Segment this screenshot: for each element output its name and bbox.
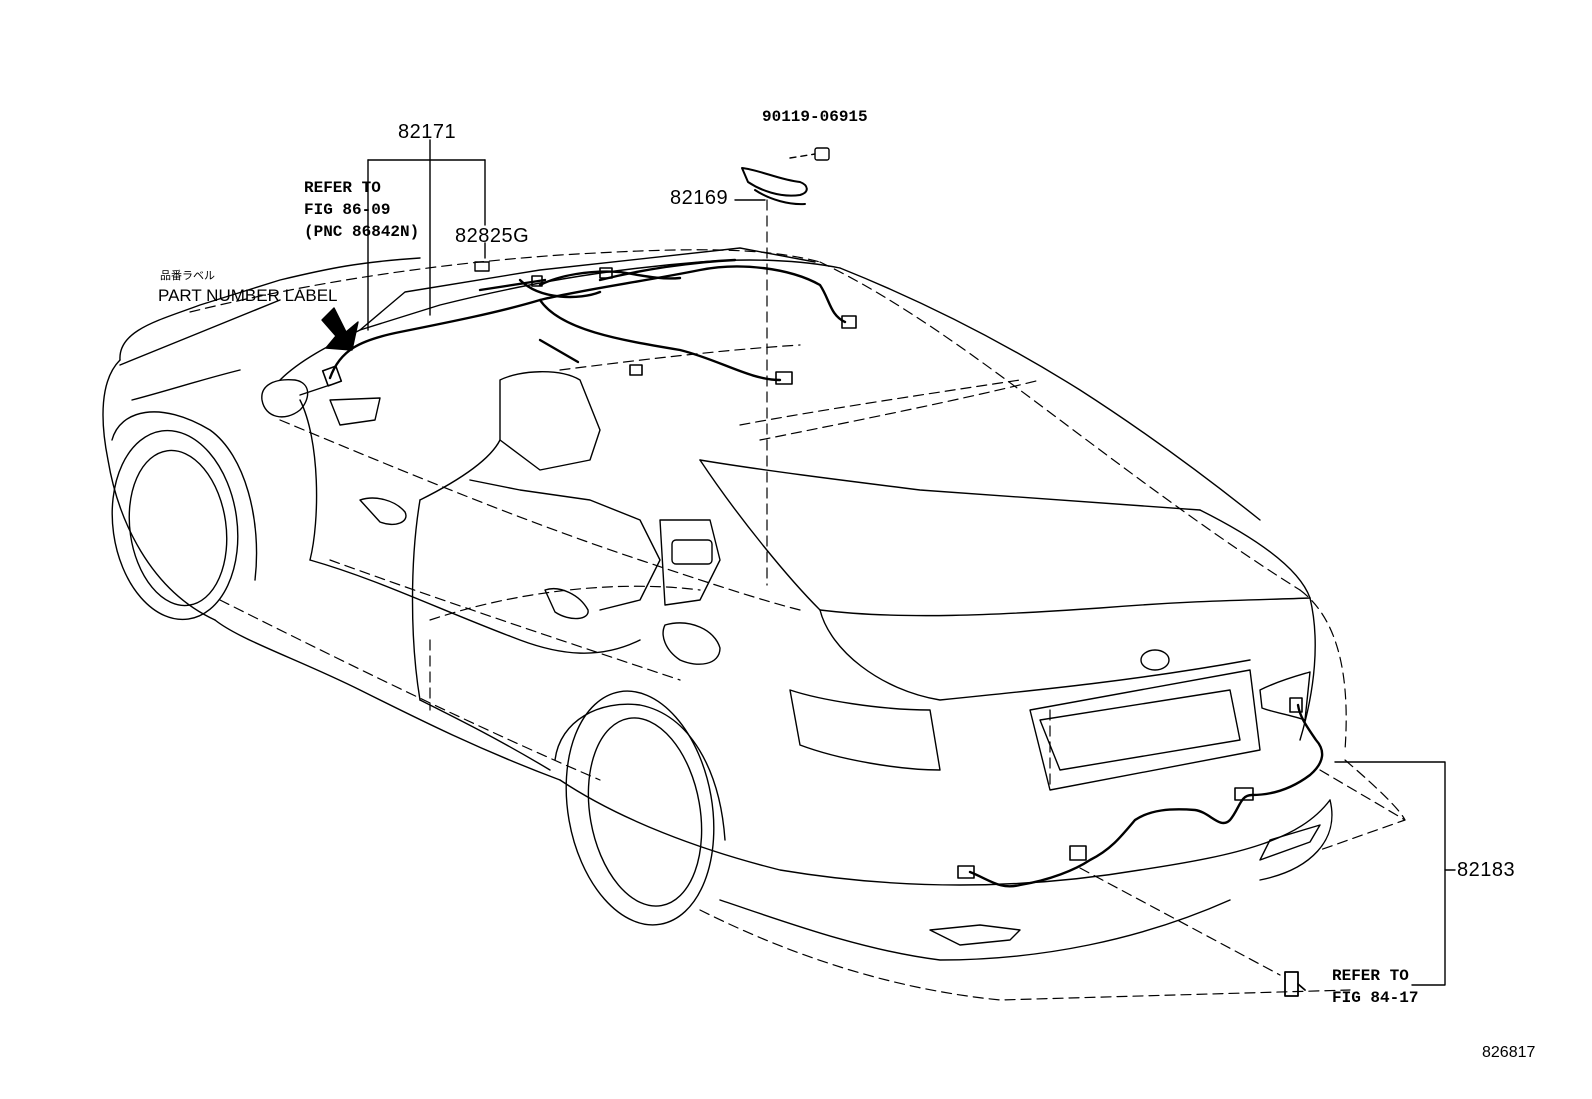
- refer-note-bottom: REFER TO FIG 84-17: [1332, 965, 1418, 1009]
- refer-note-top-line3: (PNC 86842N): [304, 223, 420, 241]
- refer-note-top: REFER TO FIG 86-09 (PNC 86842N): [304, 177, 419, 243]
- part-number-82183: 82183: [1457, 859, 1516, 881]
- refer-note-bottom-line2: FIG 84-17: [1332, 989, 1419, 1007]
- refer-note-bottom-line1: REFER TO: [1332, 967, 1409, 985]
- part-number-82169: 82169: [670, 187, 729, 209]
- phantom-outline: [189, 249, 1406, 1001]
- harness-connectors: [321, 267, 857, 387]
- leader-lines: [367, 139, 1456, 986]
- rear-harness-connectors: [957, 697, 1303, 879]
- refer-note-top-line1: REFER TO: [304, 179, 381, 197]
- refer-note-top-line2: FIG 86-09: [304, 201, 391, 219]
- part-number-label-jp: 品番ラベル: [160, 269, 215, 282]
- part-82169: [741, 167, 808, 206]
- part-number-82825g: 82825G: [455, 225, 530, 247]
- part-number-label-en: PART NUMBER LABEL: [158, 286, 338, 305]
- bolt-90119-06915: [789, 147, 830, 161]
- clip-fig-84-17: [1284, 971, 1306, 997]
- figure-id: 826817: [1482, 1044, 1536, 1061]
- roof-wire-harness: [328, 258, 847, 382]
- part-number-90119-06915: 90119-06915: [762, 108, 868, 126]
- car-body-outline: [102, 247, 1333, 961]
- part-number-82171: 82171: [398, 121, 457, 143]
- part-number-label-arrow: [321, 307, 359, 351]
- label-82825g-part: [474, 261, 490, 272]
- rear-wire-harness: [968, 703, 1324, 888]
